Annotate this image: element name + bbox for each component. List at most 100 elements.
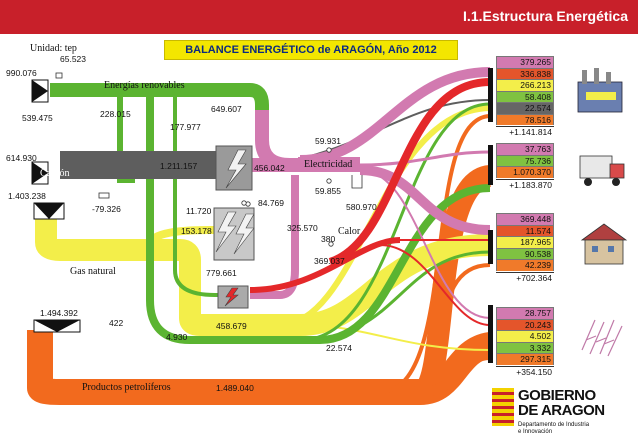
- flow-elec-industria: [299, 67, 491, 165]
- value-153178: 153.178: [181, 226, 212, 236]
- marker-79326: [98, 192, 110, 199]
- sector-value: 187.965: [496, 236, 554, 248]
- unit-label: Unidad: tep: [30, 43, 77, 54]
- flow-renovables-main: [50, 83, 269, 118]
- label-petroleo: Productos petrolíferos: [82, 382, 171, 393]
- value-456042: 456.042: [254, 163, 285, 173]
- sector-brackets: [488, 68, 493, 363]
- label-gas: Gas natural: [70, 266, 116, 277]
- flow-elec-agricultura: [359, 169, 491, 319]
- value-79326: -79.326: [92, 204, 121, 214]
- value-539475: 539.475: [22, 113, 53, 123]
- logo-name: GOBIERNO DE ARAGON: [518, 387, 605, 419]
- value-22574b: 22.574: [326, 343, 352, 353]
- value-649607: 649.607: [211, 104, 242, 114]
- sector-value: 58.408: [496, 90, 554, 102]
- sector-agricultura-table: 28.757 20.243 4.502 3.332 297.315 +354.1…: [496, 307, 554, 377]
- flow-elec-cogen: [250, 175, 299, 299]
- value-59931: 59.931: [315, 136, 341, 146]
- value-458679: 458.679: [216, 321, 247, 331]
- flow-petroleo-residencial: [399, 263, 491, 394]
- value-1489040: 1.489.040: [216, 383, 254, 393]
- value-380: 380: [321, 234, 336, 244]
- marker-65523: [55, 72, 63, 79]
- sector-value: 75.736: [496, 154, 554, 166]
- industria-icon: [577, 68, 623, 113]
- sector-total: +702.364: [496, 271, 554, 283]
- sector-industria-table: 379.265 336.838 266.213 58.408 22.574 78…: [496, 56, 554, 137]
- label-electricidad: Electricidad: [304, 159, 353, 170]
- value-1494392: 1.494.392: [40, 308, 78, 318]
- sector-total: +1.183.870: [496, 178, 554, 190]
- value-325570: 325.570: [287, 223, 318, 233]
- sector-value: 1.070.370: [496, 166, 554, 178]
- sector-value: 369.448: [496, 213, 554, 225]
- residencial-icon: [580, 223, 628, 265]
- header-bar: I.1.Estructura Energética: [0, 0, 638, 34]
- sector-value: 42.239: [496, 259, 554, 271]
- value-580970: 580.970: [346, 202, 377, 212]
- diagram-title: BALANCE ENERGÉTICO de ARAGÓN, Año 2012: [164, 40, 458, 60]
- flow-petroleo-agricultura: [419, 350, 491, 397]
- sector-value: 11.574: [496, 224, 554, 236]
- agricultura-icon: [581, 319, 623, 357]
- gobierno-aragon-logo: GOBIERNO DE ARAGON Departamento de Indus…: [492, 386, 632, 438]
- sector-value: 266.213: [496, 79, 554, 91]
- flow-calor-main: [249, 237, 401, 293]
- flow-calor-agricultura: [379, 244, 491, 326]
- flow-renovables-eolica: [117, 92, 135, 183]
- value-65523: 65.523: [60, 54, 86, 64]
- sector-value: 37.763: [496, 143, 554, 155]
- value-11720: 11.720: [186, 206, 212, 216]
- flow-renovables-centrales: [173, 96, 220, 297]
- value-779661: 779.661: [206, 268, 237, 278]
- label-renovables: Energías renovables: [104, 80, 185, 91]
- flow-renovables-industria: [299, 102, 491, 342]
- sector-value: 4.502: [496, 330, 554, 342]
- value-614930: 614.930: [6, 153, 37, 163]
- value-177977: 177.977: [170, 122, 201, 132]
- value-422: 422: [109, 318, 124, 328]
- label-calor: Calor: [338, 226, 361, 237]
- value-59855: 59.855: [315, 186, 341, 196]
- marker-380: [328, 241, 334, 247]
- value-1211157: 1.211.157: [160, 161, 198, 171]
- flow-elec-renov: [255, 110, 300, 172]
- transporte-icon: [579, 155, 625, 186]
- sector-transporte-table: 37.763 75.736 1.070.370 +1.183.870: [496, 143, 554, 190]
- sector-value: 3.332: [496, 341, 554, 353]
- sector-total: +354.150: [496, 365, 554, 377]
- cogeneracion-icon: [217, 285, 249, 309]
- flow-renovables-residencial: [299, 250, 491, 342]
- electricidad-box: [298, 157, 360, 172]
- label-carbon: Carbón: [40, 168, 70, 179]
- sector-value: 20.243: [496, 318, 554, 330]
- flow-gas-agricultura: [299, 324, 491, 351]
- value-4930: 4.930: [166, 332, 188, 342]
- flow-calor-industria: [328, 78, 491, 266]
- sector-value: 78.516: [496, 113, 554, 125]
- sector-value: 90.538: [496, 247, 554, 259]
- sector-total: +1.141.814: [496, 126, 554, 137]
- value-228015: 228.015: [100, 109, 131, 119]
- marker-11720: [241, 200, 247, 206]
- aragon-flag-icon: [492, 388, 514, 426]
- sector-value: 336.838: [496, 67, 554, 79]
- sector-value: 297.315: [496, 353, 554, 365]
- marker-59931: [326, 147, 332, 153]
- sector-value: 28.757: [496, 307, 554, 319]
- flow-gas-main: [35, 215, 491, 336]
- marker-580970: [351, 175, 363, 189]
- value-990076: 990.076: [6, 68, 37, 78]
- marker-59855: [326, 178, 332, 184]
- flow-elec-residencial: [359, 165, 491, 235]
- value-1403238: 1.403.238: [8, 191, 46, 201]
- flow-elec-transporte: [359, 150, 491, 167]
- value-369037: 369.037: [314, 256, 345, 266]
- sector-value: 22.574: [496, 102, 554, 114]
- value-84769: 84.769: [258, 198, 284, 208]
- sector-value: 379.265: [496, 56, 554, 68]
- ciclo-combinado-icon: [213, 207, 255, 261]
